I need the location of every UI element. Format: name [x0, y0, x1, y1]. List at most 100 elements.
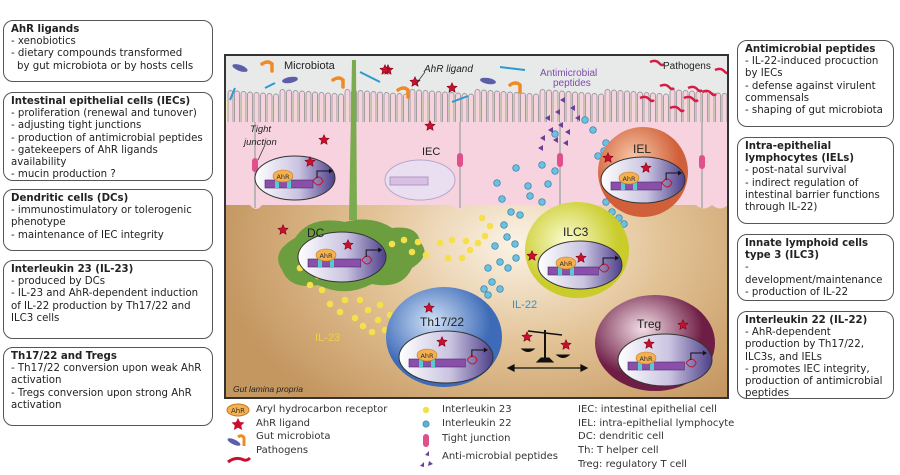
label-dc: DC	[307, 226, 325, 240]
microvillus	[507, 91, 513, 124]
ahr-ligand-star-icon	[446, 81, 458, 93]
il23-dot	[364, 306, 372, 314]
antimicrobial-peptide	[575, 115, 580, 121]
ahr-ligand-star-icon	[640, 161, 652, 173]
ahr-label: AhR	[639, 355, 653, 363]
info-box: Innate lymphoid cells type 3 (ILC3)- dev…	[737, 234, 894, 301]
dc-dendrite	[349, 60, 357, 220]
il23-dot	[414, 238, 422, 246]
microvillus	[546, 89, 552, 124]
il22-dot	[496, 258, 504, 266]
legend-col2: Interleukin 23 Interleukin 22 Tight junc…	[442, 403, 558, 466]
nucleus-membrane	[537, 240, 623, 290]
info-box: Dendritic cells (DCs)- immunostimulatory…	[3, 189, 213, 251]
legend-label: Aryl hydrocarbon receptor	[256, 404, 388, 416]
il22-dot	[504, 264, 512, 272]
label-tight-junction: Tight	[250, 124, 271, 135]
microvillus	[617, 90, 624, 124]
label-ilc3: ILC3	[563, 225, 589, 239]
label-lamina-propria: Gut lamina propria	[233, 384, 303, 394]
antimicrobial-peptide	[538, 145, 543, 151]
microvillus	[396, 93, 403, 124]
nucleus-membrane	[297, 231, 387, 283]
legend-item: Aryl hydrocarbon receptor	[256, 403, 387, 417]
info-box: Antimicrobial peptides- IL-22-induced pr…	[737, 40, 894, 127]
info-box-title: Antimicrobial peptides	[745, 44, 876, 55]
label-iec: IEC	[422, 146, 440, 158]
microvillus	[318, 92, 325, 124]
il23-dot	[374, 316, 382, 324]
microvillus	[344, 89, 351, 124]
microvillus	[695, 91, 702, 124]
legend-label: AhR ligand	[256, 417, 311, 429]
label-microbiota: Microbiota	[284, 60, 336, 72]
microvillus	[383, 92, 390, 124]
info-box-line: - IL-23 and AhR-dependent induction of I…	[11, 288, 199, 324]
gene-loop	[466, 355, 478, 365]
info-box-line: - indirect regulation of intestinal barr…	[745, 177, 880, 214]
microvillus	[611, 89, 617, 124]
transcription-arrow-icon	[690, 352, 705, 360]
il22-dot	[512, 164, 520, 172]
response-element	[431, 359, 435, 367]
il22-dot	[551, 130, 559, 138]
microvillus	[676, 89, 682, 124]
tight-junctions	[252, 153, 705, 172]
label-il23: IL-23	[315, 332, 340, 344]
ahr-ligand-star-icon	[423, 301, 435, 313]
gut-microbe	[282, 76, 298, 84]
ahr-ligand-legend-icon	[231, 418, 245, 430]
il22-dot	[493, 179, 501, 187]
legend-item: Th: T helper cell	[578, 444, 734, 458]
il23-dot	[486, 222, 494, 230]
label-tight-junction-2: junction	[242, 137, 277, 148]
ahr-ligand-star-icon	[643, 337, 655, 349]
antimicrobial-peptide	[570, 105, 575, 111]
microvillus	[682, 90, 689, 124]
info-box-title: AhR ligands	[11, 24, 80, 35]
microvillus	[578, 92, 585, 124]
microvillus	[500, 91, 507, 124]
legend-item: Anti-microbial peptides	[442, 448, 558, 466]
info-box-line: - mucin production ?	[11, 169, 116, 181]
arrowhead	[378, 247, 383, 253]
il22-dot	[500, 221, 508, 229]
nucleus-membrane	[600, 156, 686, 204]
microvillus	[559, 90, 565, 124]
microvillus	[533, 93, 539, 124]
info-box: AhR ligands- xenobiotics- dietary compou…	[3, 20, 213, 82]
gut-microbe	[331, 76, 345, 89]
microvillus	[312, 91, 318, 124]
antimicrobial-peptide	[565, 129, 570, 135]
il22-dot	[524, 182, 532, 190]
info-box-title: Intestinal epithelial cells (IECs)	[11, 96, 191, 107]
microvillus	[422, 90, 429, 124]
microvillus	[539, 89, 546, 124]
microvillus	[338, 93, 344, 124]
microvillus	[364, 90, 370, 124]
ahr-label: AhR	[420, 352, 434, 360]
ahr-ligand-star-icon	[318, 133, 330, 145]
ahr-receptor	[315, 248, 337, 262]
microvillus	[637, 91, 643, 124]
gut-microbe	[229, 87, 236, 101]
microvillus	[650, 92, 656, 124]
response-element	[558, 267, 562, 275]
transcription-arrow-icon	[665, 172, 681, 180]
response-element	[330, 259, 334, 267]
ahr-label: AhR	[622, 175, 636, 183]
microvillus	[253, 92, 260, 124]
il23-dot	[458, 254, 466, 262]
il22-dot	[551, 167, 559, 175]
response-element	[633, 182, 637, 190]
legend-item: Interleukin 22	[442, 417, 558, 431]
antimicrobial-peptide	[560, 97, 565, 103]
legend-item: Pathogens	[256, 444, 387, 458]
info-box-line: by gut microbiota or by hosts cells	[17, 60, 194, 72]
info-box-title: Interleukin 23 (IL-23)	[11, 264, 134, 275]
tight-junction-pointer	[257, 144, 266, 161]
info-box-line: - promotes IEC integrity, production of …	[745, 363, 883, 400]
il23-dot	[462, 237, 470, 245]
gut-microbe	[508, 81, 522, 94]
info-box-line: - production of IL-22	[745, 286, 849, 298]
